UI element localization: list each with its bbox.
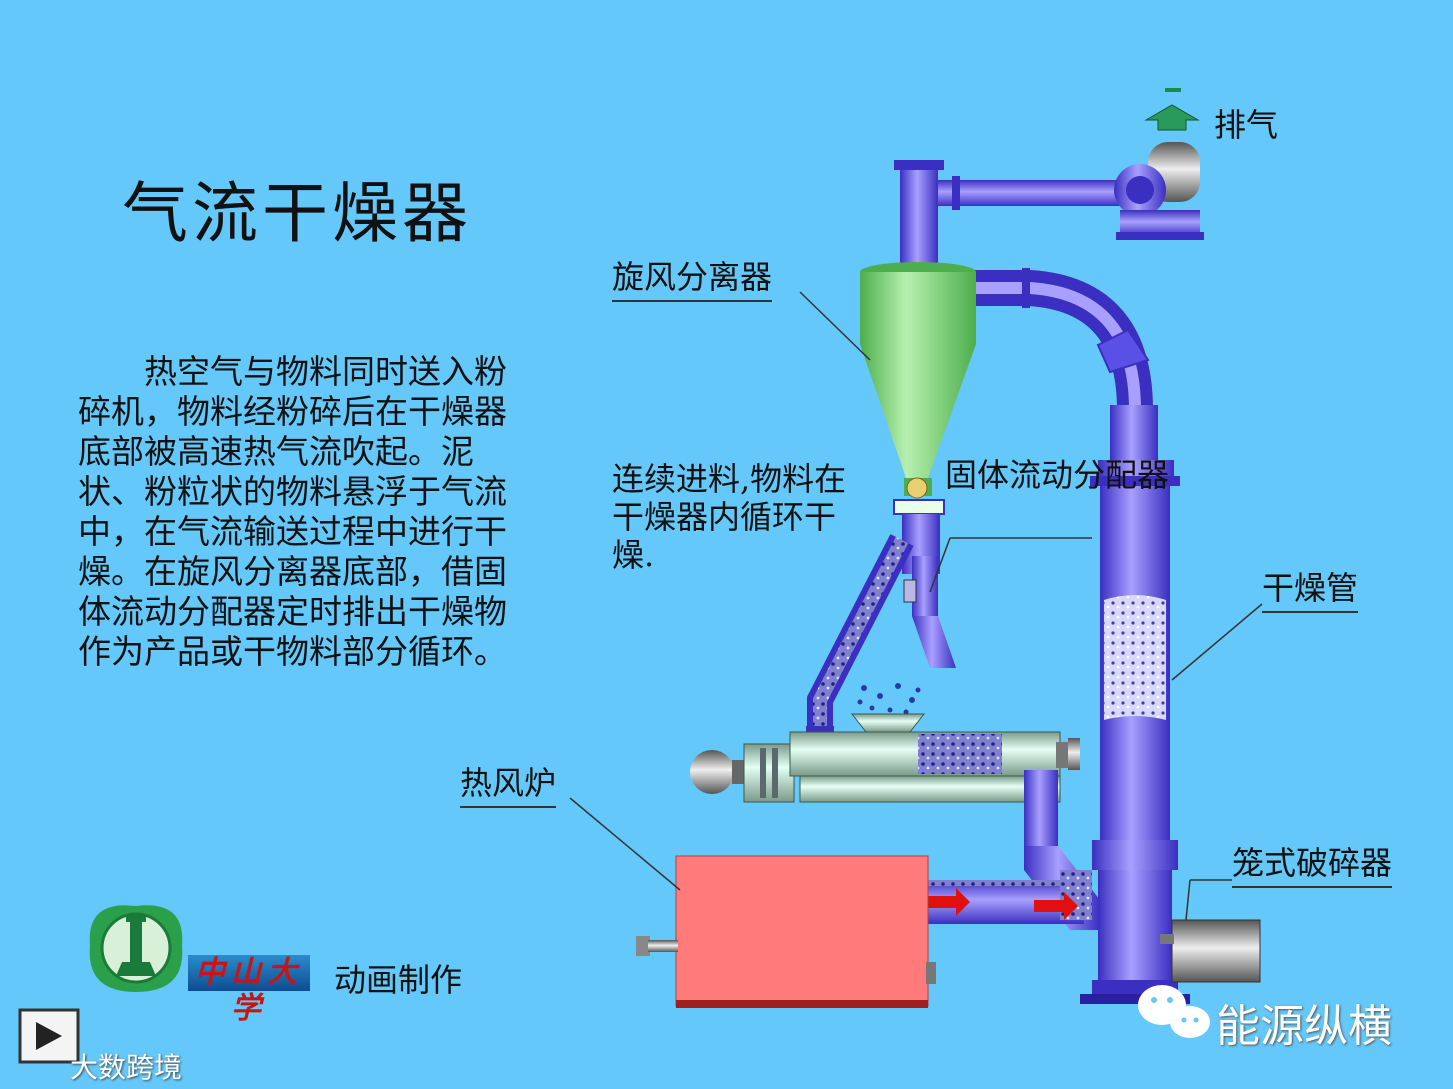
drying-tube (1080, 405, 1190, 1004)
return-pipe (975, 268, 1153, 460)
leader-lines (569, 291, 1263, 921)
exhaust-duct (894, 160, 1138, 275)
exhaust-arrow-icon (1144, 88, 1200, 131)
hot-air-furnace (636, 855, 936, 1008)
label-cage-crusher: 笼式破碎器 (1232, 838, 1393, 888)
wechat-icon (1138, 985, 1210, 1038)
label-drying-tube: 干燥管 (1262, 563, 1359, 613)
play-icon[interactable] (18, 1008, 80, 1064)
university-logo-icon (89, 905, 183, 992)
label-continuous-feed: 连续进料,物料在干燥器内循环干燥. (612, 460, 847, 574)
animation-credit: 动画制作 (334, 961, 463, 999)
university-name: 中山大学 (188, 955, 310, 1026)
wechat-watermark: 能源纵横 (1216, 1001, 1392, 1052)
page-title: 气流干燥器 (122, 175, 472, 252)
cyclone-separator (860, 262, 976, 515)
description-text: 热空气与物料同时送入粉碎机，物料经粉碎后在干燥器底部被高速热气流吹起。泥状、粉粒… (78, 352, 507, 671)
solid-flow-distributor (806, 514, 956, 734)
corner-watermark: 大数跨境 (70, 1051, 183, 1084)
label-solid-flow-distributor: 固体流动分配器 (945, 456, 1170, 494)
label-cyclone-separator: 旋风分离器 (612, 252, 773, 302)
label-exhaust: 排气 (1214, 106, 1279, 144)
exhaust-fan (1114, 142, 1204, 240)
feed-hopper (850, 683, 926, 733)
screw-conveyor (690, 731, 1080, 850)
cage-crusher (1160, 919, 1261, 983)
label-hot-air-furnace: 热风炉 (460, 758, 557, 808)
hot-air-pipe (924, 846, 1100, 930)
